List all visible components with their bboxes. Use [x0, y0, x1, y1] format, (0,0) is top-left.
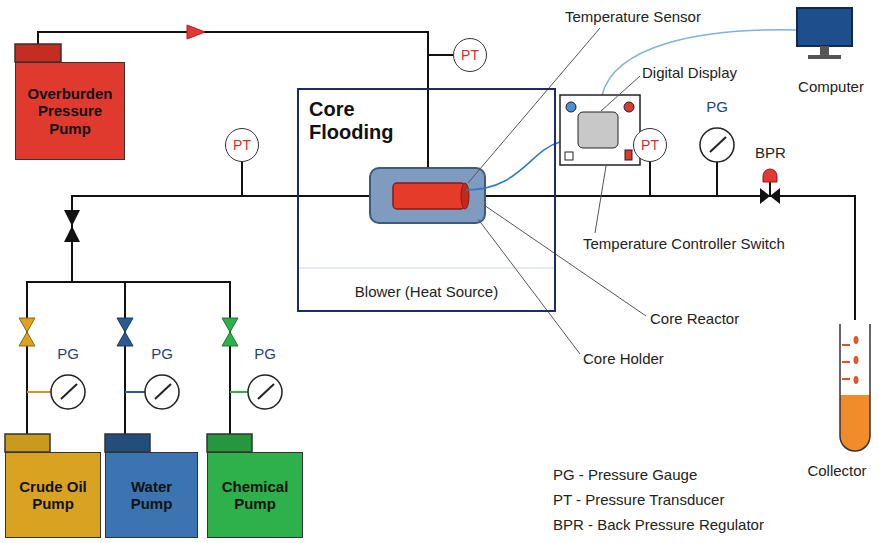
pump-box: Chemical Pump: [207, 452, 303, 538]
gauge-dial: [145, 375, 179, 409]
gauge-needle: [61, 384, 77, 399]
collector: Collector: [798, 320, 876, 479]
pipe-connector: [72, 196, 297, 452]
computer-monitor: [797, 8, 852, 46]
gauge-dial: [51, 375, 85, 409]
sensor-wire: [466, 142, 560, 190]
callout-label: Temperature Sensor: [565, 8, 701, 25]
gauge-needle: [258, 384, 274, 399]
core-flooding-box: Core FloodingBlower (Heat Source): [297, 88, 556, 312]
monitor-stand: [820, 46, 829, 55]
pump-box: Overburden Pressure Pump: [15, 62, 125, 160]
key-entry: BPR - Back Pressure Regulator: [553, 516, 764, 533]
node-title: Water Pump: [110, 478, 193, 513]
node-title: Chemical Pump: [212, 478, 298, 513]
pipe: [649, 162, 651, 196]
node-title: Collector: [807, 462, 866, 479]
collected-fluid: [840, 395, 870, 451]
tube-mark: [842, 378, 850, 380]
valve-symbol: [19, 318, 35, 346]
leader-line: [601, 76, 640, 111]
pipe: [485, 195, 556, 197]
callout-label: Digital Display: [642, 64, 737, 81]
pipe: [241, 162, 243, 196]
flow-arrowhead: [187, 25, 205, 39]
pressure-gauge: PG: [245, 345, 285, 411]
node-caption: Blower (Heat Source): [299, 283, 554, 300]
monitor-base: [808, 55, 841, 59]
pipe-connector: [72, 196, 297, 452]
pressure-transducer: PT: [633, 128, 667, 162]
bpr-stem: [769, 182, 771, 196]
core-sample: [393, 183, 465, 209]
valve-symbol: [117, 318, 133, 346]
node-title: Computer: [798, 78, 864, 95]
pressure-transducer: PT: [453, 38, 487, 72]
droplet: [854, 376, 859, 384]
pipe: [230, 391, 248, 393]
node-title: Core Flooding: [309, 98, 404, 144]
temperature-controller: [560, 95, 640, 165]
pressure-gauge: PG: [697, 98, 737, 164]
node-title: PG: [151, 345, 173, 362]
core-holder: [370, 168, 485, 223]
pressure-transducer: PT: [225, 128, 259, 162]
leader-line: [595, 166, 606, 233]
key-entry: PT - Pressure Transducer: [553, 491, 724, 508]
pressure-gauge: PG: [142, 345, 182, 411]
node-title: PG: [706, 98, 728, 115]
node-title: PT: [641, 137, 659, 153]
key-entry: PG - Pressure Gauge: [553, 466, 697, 483]
callout-label: Core Reactor: [650, 310, 739, 327]
core-end: [461, 183, 469, 209]
switch: [565, 152, 573, 160]
tube-mark: [842, 361, 850, 363]
pipe-connector: [556, 196, 855, 320]
pipe: [125, 391, 145, 393]
node-title: Overburden Pressure Pump: [20, 85, 120, 137]
pump-tab: [5, 434, 50, 452]
switch: [625, 150, 632, 160]
pump-box: Crude Oil Pump: [5, 452, 101, 538]
pump-tab: [15, 44, 61, 62]
pipe-connector: [27, 196, 297, 452]
pipe: [297, 195, 370, 197]
gauge-dial: [248, 375, 282, 409]
valve-symbol: [64, 210, 80, 242]
gauge-needle: [710, 137, 726, 152]
tube-mark: [842, 344, 850, 346]
indicator-light: [566, 102, 576, 112]
indicator-light: [624, 102, 634, 112]
pump-box: Water Pump: [105, 452, 198, 538]
component-label: BPR: [755, 144, 786, 161]
node-title: PG: [57, 345, 79, 362]
valve-symbol: [222, 318, 238, 346]
pressure-gauge: PG: [48, 345, 88, 411]
callout-label: Temperature Controller Switch: [583, 235, 785, 252]
droplet: [854, 356, 859, 364]
gauge-dial: [700, 128, 734, 162]
test-tube: [840, 324, 870, 451]
pump-tab: [207, 434, 252, 452]
leader-line: [468, 28, 600, 183]
node-title: Crude Oil Pump: [10, 478, 96, 513]
computer: Computer: [785, 62, 877, 95]
leader-line: [484, 205, 646, 316]
callout-label: Core Holder: [583, 350, 664, 367]
pipe: [27, 391, 51, 393]
bpr-knob: [763, 169, 777, 182]
node-title: PT: [461, 47, 479, 63]
node-title: PG: [254, 345, 276, 362]
droplet: [854, 336, 859, 344]
pipe: [427, 88, 429, 168]
gauge-needle: [155, 384, 171, 399]
digital-display: [578, 112, 618, 148]
pump-tab: [105, 434, 150, 452]
node-title: PT: [233, 137, 251, 153]
data-cable: [602, 30, 797, 95]
pipe: [428, 54, 453, 56]
pipe: [716, 162, 718, 196]
